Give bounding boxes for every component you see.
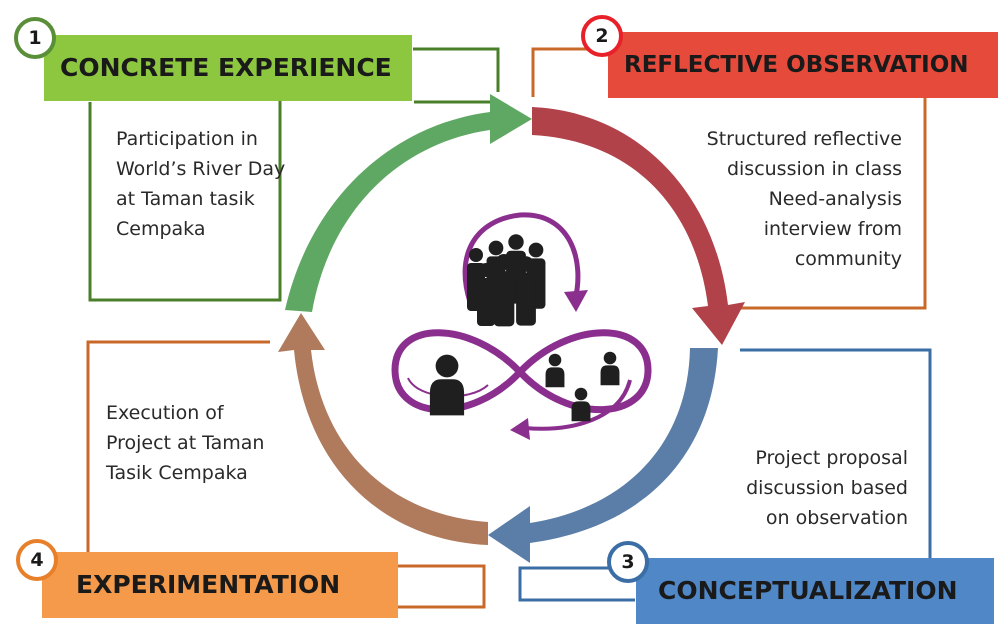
arrow-stage-4	[278, 313, 488, 545]
stage-4-number: 4	[30, 549, 44, 571]
stage-3-number: 3	[621, 551, 635, 573]
frame-stage-3	[518, 348, 932, 602]
stage-2-desc-line: community	[794, 248, 902, 270]
stage-2-badge: 2	[581, 15, 623, 57]
team-person	[600, 351, 620, 386]
icon-individual	[429, 354, 465, 416]
arrow-stage-1	[285, 94, 532, 312]
team-person	[571, 387, 591, 422]
stage-1-title-bar: CONCRETE EXPERIENCE	[44, 35, 412, 101]
arrow-stage-3	[488, 348, 718, 563]
icon-loop-top	[462, 212, 581, 303]
group-cycle-icon	[391, 212, 652, 440]
arrow-stage-2	[532, 107, 745, 345]
stage-1-desc-line: World’s River Day	[116, 158, 286, 180]
stage-3-badge: 3	[607, 541, 649, 583]
stage-2-number: 2	[595, 25, 609, 47]
frame-stage-1	[88, 47, 500, 302]
stage-3-desc-line: Project proposal	[755, 447, 908, 469]
icon-loop-right-arc	[524, 379, 632, 431]
stage-2-desc-line: Structured reflective	[706, 128, 902, 150]
stage-3-desc-line: on observation	[765, 507, 908, 529]
stage-3-desc-line: discussion based	[746, 477, 908, 499]
stage-1-desc-line: at Taman tasik	[116, 188, 255, 210]
stage-1-desc-line: Cempaka	[116, 218, 206, 240]
icon-team	[545, 351, 620, 422]
stage-4-title-bar: EXPERIMENTATION	[42, 552, 398, 618]
stage-4-badge: 4	[16, 539, 58, 581]
icon-loop-right-arrowhead	[510, 418, 530, 440]
stage-1-description: Participation in World’s River Day at Ta…	[116, 124, 285, 244]
stage-1-number: 1	[28, 27, 42, 49]
stage-3-description: Project proposal discussion based on obs…	[746, 443, 908, 533]
stage-2-title: REFLECTIVE OBSERVATION	[624, 52, 969, 78]
stage-3-title-bar: CONCEPTUALIZATION	[636, 558, 994, 624]
stage-4-desc-line: Execution of	[106, 402, 224, 424]
stage-1-badge: 1	[14, 17, 56, 59]
stage-1-desc-line: Participation in	[116, 128, 258, 150]
individual-person	[429, 354, 465, 416]
stage-4-desc-line: Tasik Cempaka	[106, 462, 248, 484]
stage-4-desc-line: Project at Taman	[106, 432, 265, 454]
team-person	[545, 353, 565, 388]
crowd-person	[516, 256, 536, 326]
stage-2-desc-line: interview from	[763, 218, 902, 240]
stage-2-description: Structured reflective discussion in clas…	[707, 124, 902, 274]
stage-4-description: Execution of Project at Taman Tasik Cemp…	[106, 398, 264, 488]
icon-loop-arrowhead	[564, 290, 588, 312]
stage-4-title: EXPERIMENTATION	[76, 570, 341, 599]
crowd-person	[477, 263, 495, 326]
icon-infinity-loop	[391, 329, 652, 414]
icon-crowd	[467, 234, 546, 327]
stage-2-title-bar: REFLECTIVE OBSERVATION	[608, 32, 998, 98]
stage-3-title: CONCEPTUALIZATION	[658, 576, 958, 605]
frame-stage-2	[531, 47, 927, 310]
stage-2-desc-line: discussion in class	[726, 158, 902, 180]
stage-2-desc-line: Need-analysis	[768, 188, 902, 210]
crowd-person	[493, 253, 515, 327]
frame-stage-4	[86, 340, 486, 609]
stage-1-title: CONCRETE EXPERIENCE	[60, 53, 392, 82]
